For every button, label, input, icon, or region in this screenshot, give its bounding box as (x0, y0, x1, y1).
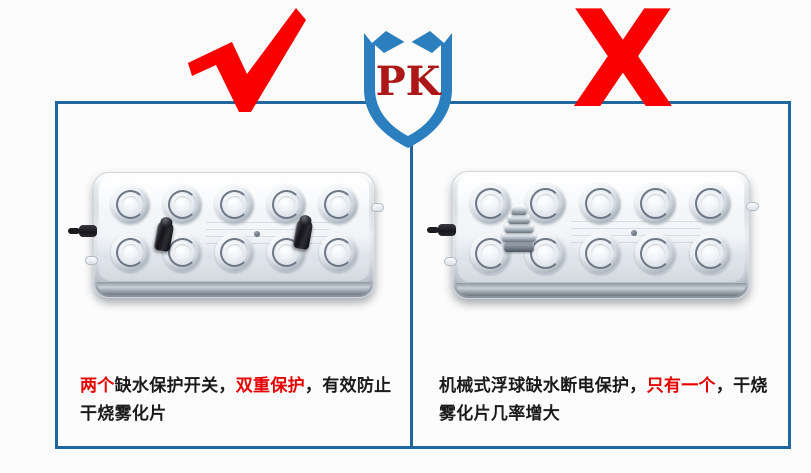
panel-divider (410, 104, 413, 446)
mist-nozzle (635, 232, 677, 274)
mount-tab-icon (745, 202, 759, 211)
indicator-dot-icon (630, 230, 637, 236)
caption-highlight: 双重保护 (235, 376, 305, 396)
mist-nozzle (318, 184, 358, 224)
panel-bad: 机械式浮球缺水断电保护，只有一个，干烧 雾化片几率增大 (413, 104, 788, 446)
mechanical-float-switch (501, 204, 537, 254)
mist-nozzle (266, 233, 306, 273)
mist-plate-good (68, 172, 384, 298)
mount-tab-icon (85, 256, 98, 265)
mist-nozzle (110, 233, 150, 273)
pk-shield-label: PK (375, 58, 441, 105)
mist-nozzle (214, 184, 254, 224)
mist-nozzle (635, 183, 677, 225)
mist-nozzle (110, 184, 150, 224)
pk-shield-badge: PK (358, 27, 458, 150)
mist-nozzle (214, 233, 254, 273)
caption-bad: 机械式浮球缺水断电保护，只有一个，干烧 雾化片几率增大 (413, 366, 788, 446)
caption-text: ，有效防止 (304, 376, 392, 396)
indicator-dot-icon (254, 231, 260, 237)
nozzle-grid-bad (463, 179, 739, 278)
caption-text: 雾化片几率增大 (439, 404, 561, 424)
caption-text: 干烧雾化片 (80, 404, 167, 424)
mount-tab-icon (443, 257, 457, 266)
power-cord-icon (68, 225, 97, 237)
product-image-good (58, 104, 410, 366)
caption-highlight: 只有一个 (646, 376, 716, 396)
red-check-mark-icon (188, 8, 306, 112)
mist-nozzle (579, 232, 621, 274)
mist-plate-bad (426, 171, 759, 299)
mist-nozzle (524, 183, 566, 225)
mist-nozzle (690, 232, 732, 274)
product-image-bad (413, 104, 788, 366)
mist-nozzle (579, 183, 621, 225)
red-cross-mark-icon: X (571, 0, 674, 138)
caption-good: 两个缺水保护开关，双重保护，有效防止 干烧雾化片 (58, 366, 410, 446)
power-cord-icon (426, 224, 456, 236)
mist-nozzle (469, 183, 511, 225)
caption-text: 机械式浮球缺水断电保护， (439, 376, 647, 396)
mist-nozzle (318, 233, 358, 273)
mount-tab-icon (371, 203, 384, 212)
panel-good: 两个缺水保护开关，双重保护，有效防止 干烧雾化片 (58, 104, 410, 446)
mist-nozzle (690, 183, 732, 225)
caption-text: ，干烧 (715, 376, 768, 396)
nozzle-grid-good (104, 180, 364, 277)
caption-highlight: 两个 (80, 376, 115, 396)
comparison-frame: 两个缺水保护开关，双重保护，有效防止 干烧雾化片 (55, 101, 791, 449)
caption-text: 缺水保护开关， (114, 376, 236, 396)
